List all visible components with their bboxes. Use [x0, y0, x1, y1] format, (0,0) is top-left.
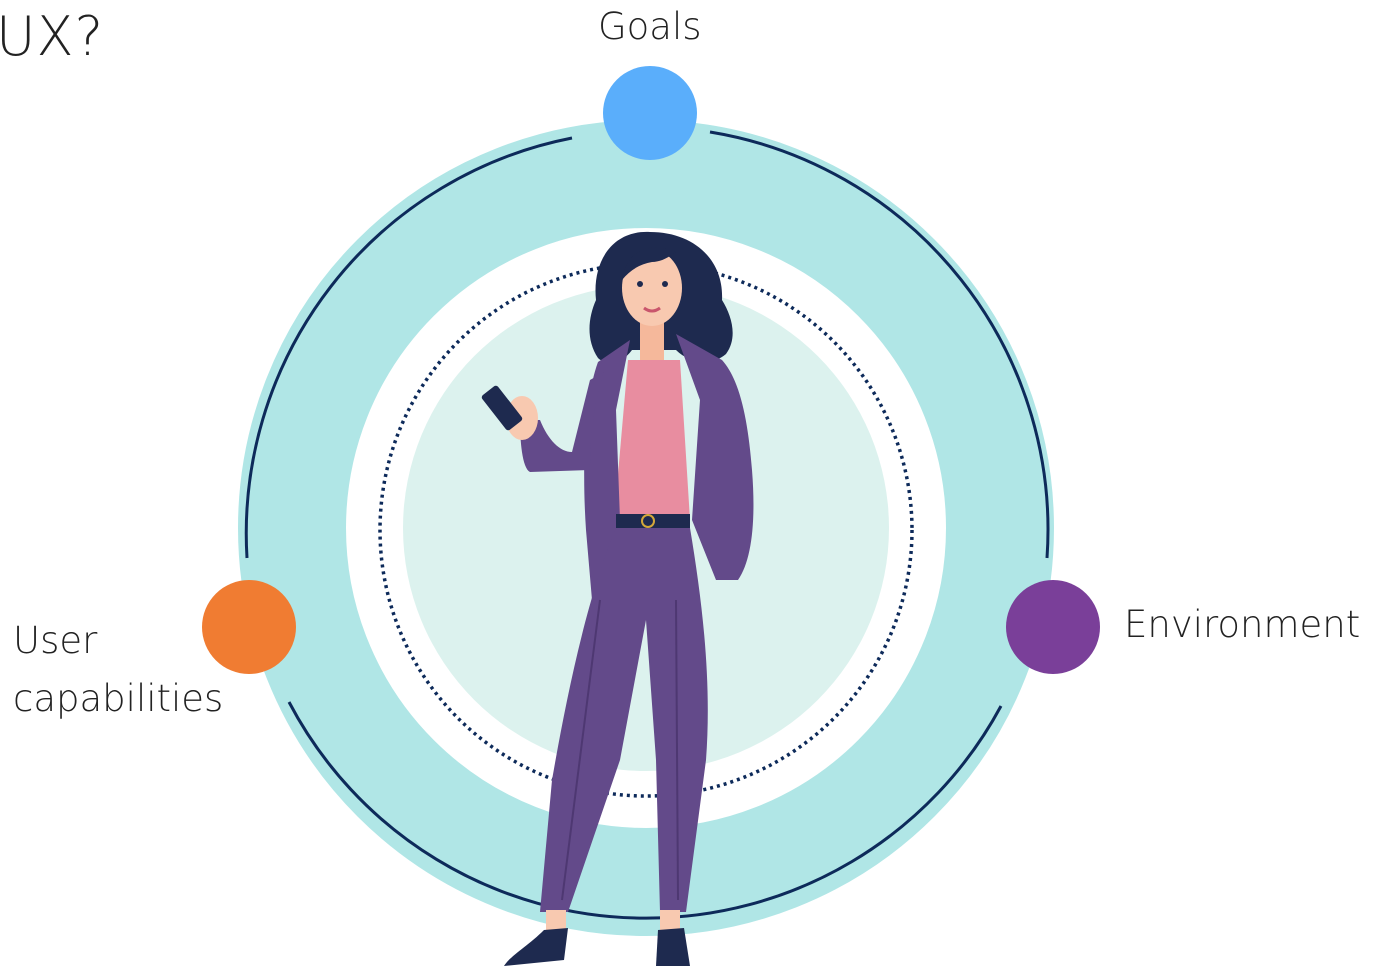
environment-node	[1006, 580, 1100, 674]
user-capabilities-label-line1: User	[13, 619, 98, 662]
arc-top-left	[244, 136, 573, 559]
eye-left	[637, 281, 643, 287]
eye-right	[662, 281, 668, 287]
trouser-crease-left	[561, 599, 601, 901]
ankle-left	[546, 910, 566, 932]
raised-arm	[520, 372, 604, 472]
ankle-right	[660, 910, 680, 932]
user-capabilities-label: User capabilities	[13, 612, 253, 728]
hair-fringe	[622, 247, 676, 280]
face	[622, 250, 682, 326]
user-capabilities-label-line2: capabilities	[13, 677, 224, 720]
trouser-crease-right	[675, 599, 679, 901]
shoe-right	[656, 928, 690, 966]
jacket-right	[676, 334, 754, 580]
phone	[481, 385, 523, 431]
mouth	[643, 306, 661, 313]
goals-label: Goals	[598, 5, 702, 48]
dotted-ring	[378, 262, 914, 798]
trousers	[540, 528, 708, 912]
user-capabilities-node	[202, 580, 296, 674]
top	[614, 360, 690, 520]
environment-label: Environment	[1124, 603, 1361, 646]
page-title: UX?	[0, 5, 105, 68]
arc-bottom	[287, 701, 1003, 920]
woman-illustration	[481, 231, 754, 966]
goals-node	[603, 66, 697, 160]
outer-arcs	[244, 130, 1050, 920]
outer-ring	[238, 120, 1054, 936]
belt-buckle	[641, 514, 655, 528]
shoe-left	[504, 928, 568, 966]
arc-top-right	[709, 130, 1050, 559]
